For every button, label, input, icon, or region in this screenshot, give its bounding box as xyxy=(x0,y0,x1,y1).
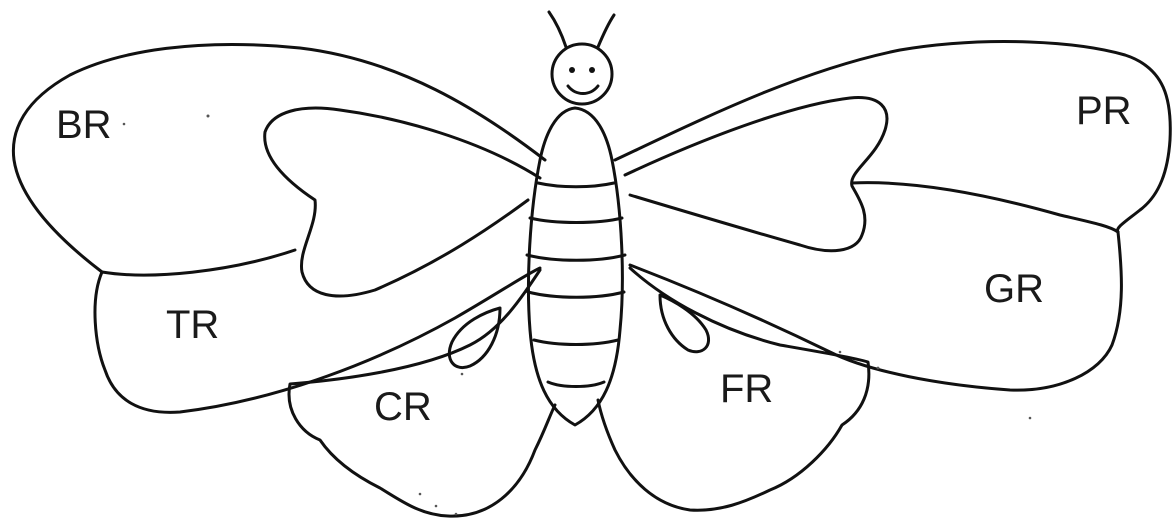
scan-speck xyxy=(877,367,880,370)
butterfly-body xyxy=(528,108,622,425)
right-teardrop-spot xyxy=(660,295,709,352)
scan-speck xyxy=(419,493,422,496)
left-upper-wing-inner-panel xyxy=(265,108,540,296)
scan-speck xyxy=(455,513,458,516)
region-label-fr: FR xyxy=(720,367,773,411)
region-label-cr: CR xyxy=(374,385,432,429)
left-lower-wing-outline xyxy=(95,268,540,412)
region-label-gr: GR xyxy=(984,267,1044,311)
scan-speck xyxy=(839,351,842,354)
region-label-tr: TR xyxy=(166,303,219,347)
body-segment-line xyxy=(528,292,624,297)
region-label-pr: PR xyxy=(1076,89,1132,133)
butterfly-head xyxy=(552,44,612,104)
right-antenna xyxy=(598,15,614,47)
scan-speck xyxy=(207,115,210,118)
body-segment-line xyxy=(548,382,604,387)
right-lower-wing-outline xyxy=(630,232,1121,390)
scan-speck xyxy=(1029,417,1032,420)
smile xyxy=(568,86,598,94)
body-segment-line xyxy=(527,255,625,260)
scan-speck xyxy=(461,373,464,376)
body-segment-line xyxy=(538,183,614,187)
scan-speck xyxy=(435,505,438,508)
body-segment-line xyxy=(534,340,618,345)
body-segment-line xyxy=(530,218,622,223)
left-upper-wing-outline xyxy=(13,44,545,272)
right-upper-wing-lower-edge xyxy=(852,183,1118,232)
right-upper-wing-inner-panel xyxy=(625,98,887,251)
left-eye xyxy=(569,67,575,73)
region-label-br: BR xyxy=(56,103,112,147)
left-upper-wing-lower-edge xyxy=(102,250,295,275)
right-upper-wing-outline xyxy=(615,42,1170,232)
left-antenna xyxy=(549,12,566,47)
scan-speck xyxy=(123,123,126,126)
right-eye xyxy=(589,67,595,73)
